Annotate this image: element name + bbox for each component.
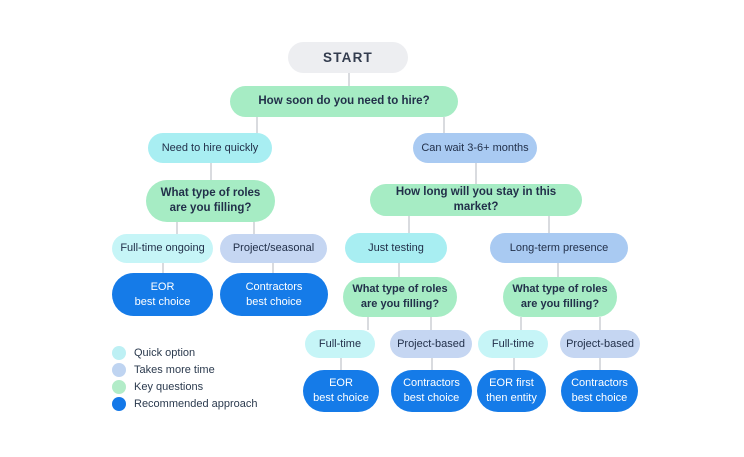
connector-line [430,317,432,330]
result-contractors-best-choice-3: Contractors best choice [561,370,638,412]
legend-item-key-questions: Key questions [112,378,258,395]
answer-need-to-hire-quickly: Need to hire quickly [148,133,272,163]
legend-label: Quick option [134,346,196,359]
connector-line [176,222,178,234]
connector-line [443,117,445,133]
answer-long-term-presence: Long-term presence [490,233,628,263]
answer-project-seasonal: Project/seasonal [220,234,327,263]
connector-line [367,317,369,330]
answer-just-testing: Just testing [345,233,447,263]
legend-label: Takes more time [134,363,215,376]
question-role-type-right: What type of roles are you filling? [503,277,617,317]
start-node: START [288,42,408,73]
connector-line [272,263,274,273]
answer-project-based-2: Project-based [560,330,640,358]
quick-option-dot-icon [112,345,126,360]
key-questions-dot-icon [112,379,126,394]
connector-line [520,317,522,330]
legend-item-takes-more-time: Takes more time [112,361,258,378]
legend-item-recommended-approach: Recommended approach [112,395,258,412]
result-eor-first-then-entity: EOR first then entity [477,370,546,412]
connector-line [398,263,400,277]
answer-project-based-1: Project-based [390,330,472,358]
question-role-type-left: What type of roles are you filling? [146,180,275,222]
legend-item-quick-option: Quick option [112,344,258,361]
connector-line [599,317,601,330]
connector-line [431,358,433,370]
legend-label: Key questions [134,380,204,393]
legend: Quick option Takes more time Key questio… [112,344,258,412]
connector-line [513,358,515,370]
connector-line [475,163,477,184]
result-eor-best-choice-2: EOR best choice [303,370,379,412]
question-role-type-mid: What type of roles are you filling? [343,277,457,317]
result-eor-best-choice-left: EOR best choice [112,273,213,316]
takes-more-time-dot-icon [112,362,126,377]
connector-line [340,358,342,370]
answer-can-wait: Can wait 3-6+ months [413,133,537,163]
answer-full-time-1: Full-time [305,330,375,358]
connector-line [253,222,255,234]
connector-line [548,216,550,233]
connector-line [256,117,258,133]
answer-full-time-ongoing: Full-time ongoing [112,234,213,263]
question-how-long: How long will you stay in this market? [370,184,582,216]
connector-line [162,263,164,273]
question-how-soon: How soon do you need to hire? [230,86,458,117]
result-contractors-best-choice-2: Contractors best choice [391,370,472,412]
legend-label: Recommended approach [134,397,258,410]
result-contractors-best-choice-left: Contractors best choice [220,273,328,316]
connector-line [408,216,410,233]
connector-line [348,73,350,86]
connector-line [210,163,212,180]
connector-line [599,358,601,370]
answer-full-time-2: Full-time [478,330,548,358]
recommended-approach-dot-icon [112,396,126,411]
connector-line [557,263,559,277]
